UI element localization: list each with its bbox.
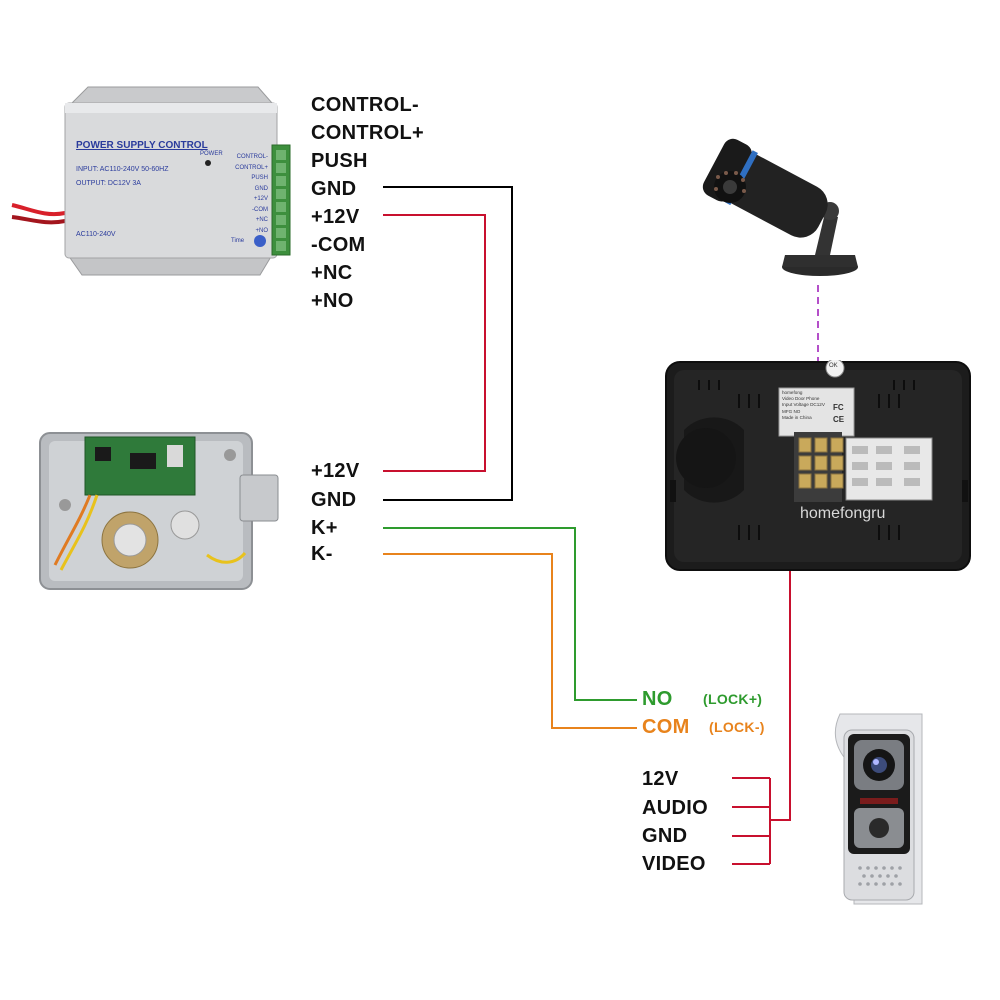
psu-pin-com: -COM xyxy=(311,234,366,256)
psu-pin-control-minus: CONTROL- xyxy=(311,94,419,116)
doorbell-pin-gnd: GND xyxy=(642,825,688,847)
outdoor-doorbell-camera-icon xyxy=(834,713,923,905)
psu-terminal-label: -COM xyxy=(252,206,268,213)
indoor-monitor-icon xyxy=(665,360,971,571)
wire-12v-red xyxy=(383,214,486,472)
wire-gnd-black xyxy=(383,186,513,501)
monitor-sticker-line: MFG NO xyxy=(782,408,801,414)
psu-title: POWER SUPPLY CONTROL xyxy=(76,140,208,151)
power-supply-unit-icon xyxy=(11,86,291,276)
doorbell-pin-video: VIDEO xyxy=(642,853,706,875)
wire-kminus-orange xyxy=(383,553,637,729)
wire-kplus-green xyxy=(383,527,637,701)
psu-terminal-label: CONTROL- xyxy=(236,154,268,160)
psu-terminal-label: +NO xyxy=(255,227,268,234)
lock-pin-gnd: GND xyxy=(311,489,357,511)
psu-terminal-label: +NC xyxy=(255,217,268,223)
monitor-ce-mark: CE xyxy=(833,415,845,424)
psu-terminal-label: +12V xyxy=(253,196,268,202)
lock-pin-kplus: K+ xyxy=(311,517,338,539)
monitor-pin-com: COM xyxy=(642,716,690,738)
bullet-camera-icon xyxy=(702,138,858,276)
monitor-sticker-line: Video Door Phone xyxy=(782,396,820,402)
monitor-pin-no-note: (LOCK+) xyxy=(703,691,763,707)
psu-terminal-label: GND xyxy=(254,185,268,192)
lock-pin-12v: +12V xyxy=(311,460,360,482)
psu-terminal-label: PUSH xyxy=(251,175,268,181)
monitor-pin-no: NO xyxy=(642,688,673,710)
wire-doorbell-bundle xyxy=(770,470,791,821)
psu-pin-push: PUSH xyxy=(311,150,368,172)
psu-time-label: Time xyxy=(231,238,245,244)
psu-pin-no: +NO xyxy=(311,290,354,312)
lock-pin-kminus: K- xyxy=(311,543,333,565)
monitor-sticker-line: homefong xyxy=(782,390,803,395)
psu-terminal-labels: CONTROL- CONTROL+ PUSH GND +12V -COM +NC… xyxy=(222,152,268,236)
monitor-fc-mark: FC xyxy=(833,403,844,412)
psu-pin-control-plus: CONTROL+ xyxy=(311,122,424,144)
monitor-sticker: homefong Video Door Phone Input Voltage … xyxy=(782,390,854,421)
monitor-sticker-line: Input Voltage DC12V xyxy=(782,402,825,408)
psu-output-text: OUTPUT: DC12V 3A xyxy=(76,180,141,187)
psu-pin-gnd: GND xyxy=(311,178,357,200)
psu-power-label: POWER xyxy=(200,151,223,157)
psu-ac-text: AC110-240V xyxy=(76,231,116,238)
psu-pin-nc: +NC xyxy=(311,262,353,284)
psu-input-text: INPUT: AC110-240V 50-60HZ xyxy=(76,166,169,173)
electric-lock-icon xyxy=(39,432,279,590)
doorbell-pin-audio: AUDIO xyxy=(642,797,708,819)
psu-pin-12v: +12V xyxy=(311,206,360,228)
doorbell-pin-12v: 12V xyxy=(642,768,679,790)
psu-terminal-label: CONTROL+ xyxy=(235,164,268,171)
monitor-ok-label: OK xyxy=(829,363,838,369)
monitor-sticker-line: Made in China xyxy=(782,414,812,420)
monitor-brand: homefongru xyxy=(800,505,886,522)
monitor-pin-com-note: (LOCK-) xyxy=(709,719,765,735)
